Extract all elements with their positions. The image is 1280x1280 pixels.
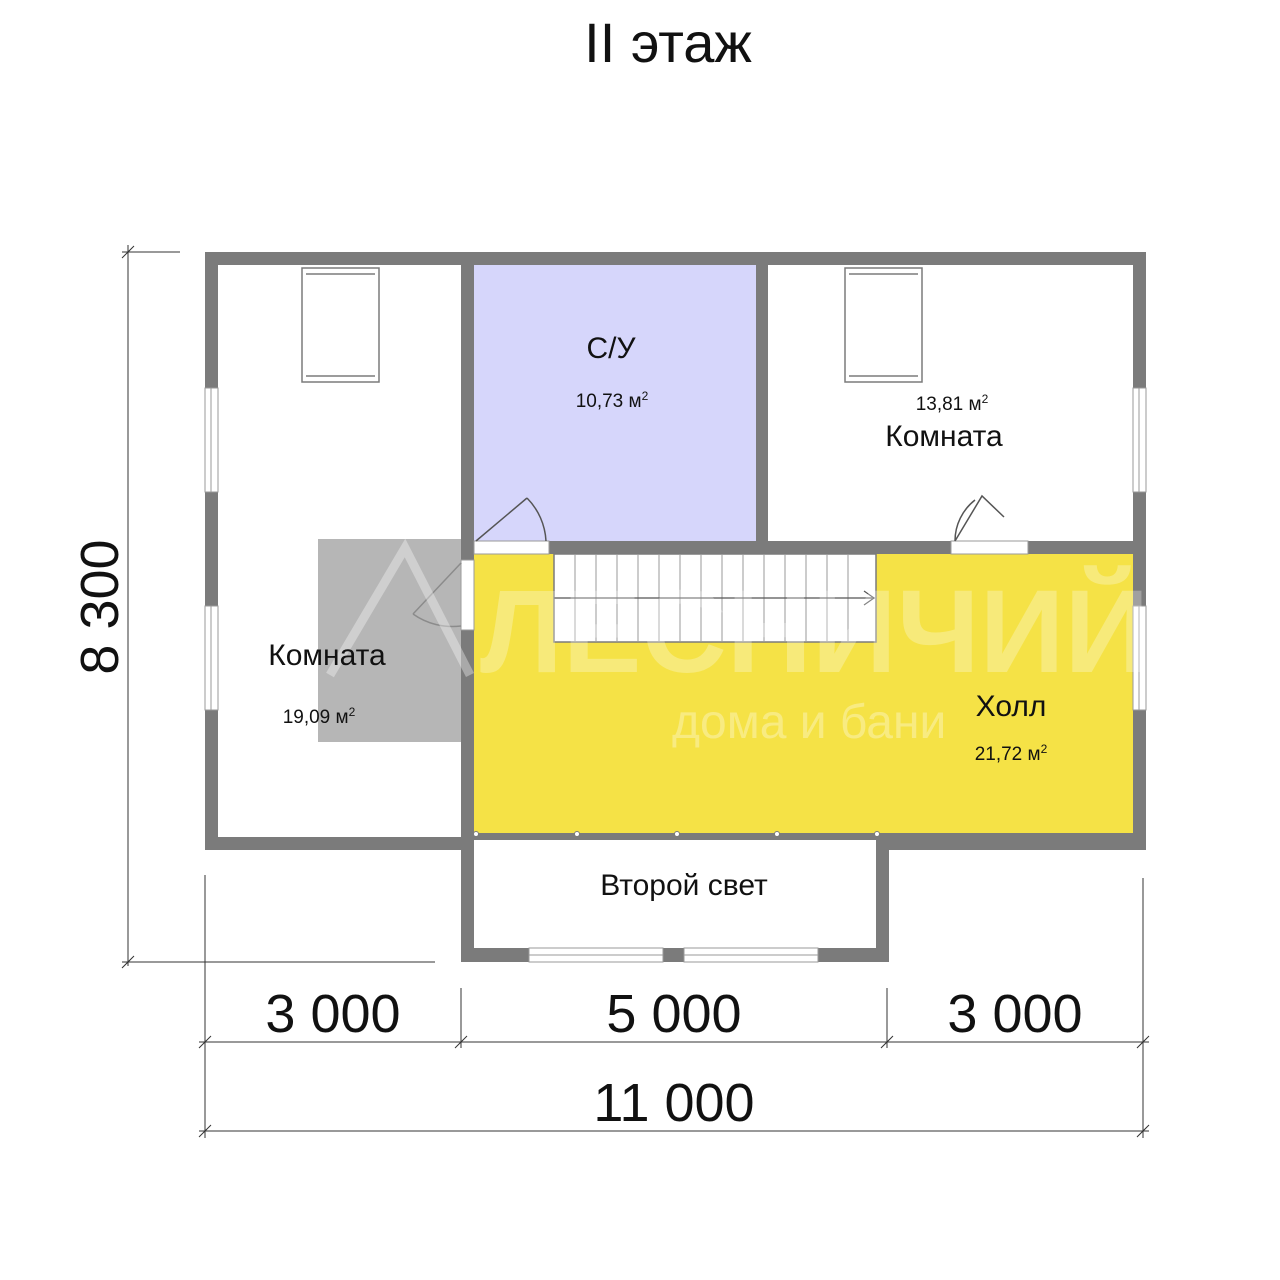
room-right-fill xyxy=(768,265,1133,541)
room-right-area: 13,81 м2 xyxy=(916,392,989,415)
watermark-brand: ЛЕСНИЧИЙ xyxy=(480,564,1149,698)
second-light-name: Второй свет xyxy=(600,869,768,902)
stair-arrow-icon xyxy=(554,590,876,606)
bathroom-area: 10,73 м2 xyxy=(576,389,649,412)
room-left-area: 19,09 м2 xyxy=(283,705,356,728)
railing-posts xyxy=(473,831,880,837)
door-bathroom xyxy=(475,497,547,542)
watermark-logo-icon xyxy=(326,538,475,678)
interior-wall xyxy=(756,265,768,541)
hall-top-wall xyxy=(461,541,1133,554)
roof-windows xyxy=(301,267,923,383)
door-openings xyxy=(460,540,1029,631)
dim-width-total: 11 000 xyxy=(593,1073,754,1133)
roof-window-right xyxy=(844,267,923,383)
second-light-fill xyxy=(474,840,876,948)
watermark-block xyxy=(318,539,461,742)
plan-title: II этаж xyxy=(584,11,752,74)
watermark-tagline: дома и бани xyxy=(672,696,946,749)
hall-area: 21,72 м2 xyxy=(975,742,1048,765)
dim-width-middle: 5 000 xyxy=(606,984,741,1044)
roof-window-left xyxy=(301,267,380,383)
bathroom-fill xyxy=(474,265,756,541)
room-left-name: Комната xyxy=(268,639,386,672)
staircase xyxy=(553,553,877,643)
dim-height-total: 8 300 xyxy=(70,539,130,674)
dim-width-left: 3 000 xyxy=(265,984,400,1044)
dim-width-right: 3 000 xyxy=(947,984,1082,1044)
watermark: ЛЕСНИЧИЙ дома и бани xyxy=(318,538,1149,749)
door-right-room xyxy=(954,494,1005,542)
room-right-name: Комната xyxy=(885,420,1003,453)
bathroom-name: С/У xyxy=(586,332,636,365)
window-center-lines xyxy=(210,388,1140,956)
dimension-lines xyxy=(121,245,1150,1138)
hall-name: Холл xyxy=(976,690,1047,723)
